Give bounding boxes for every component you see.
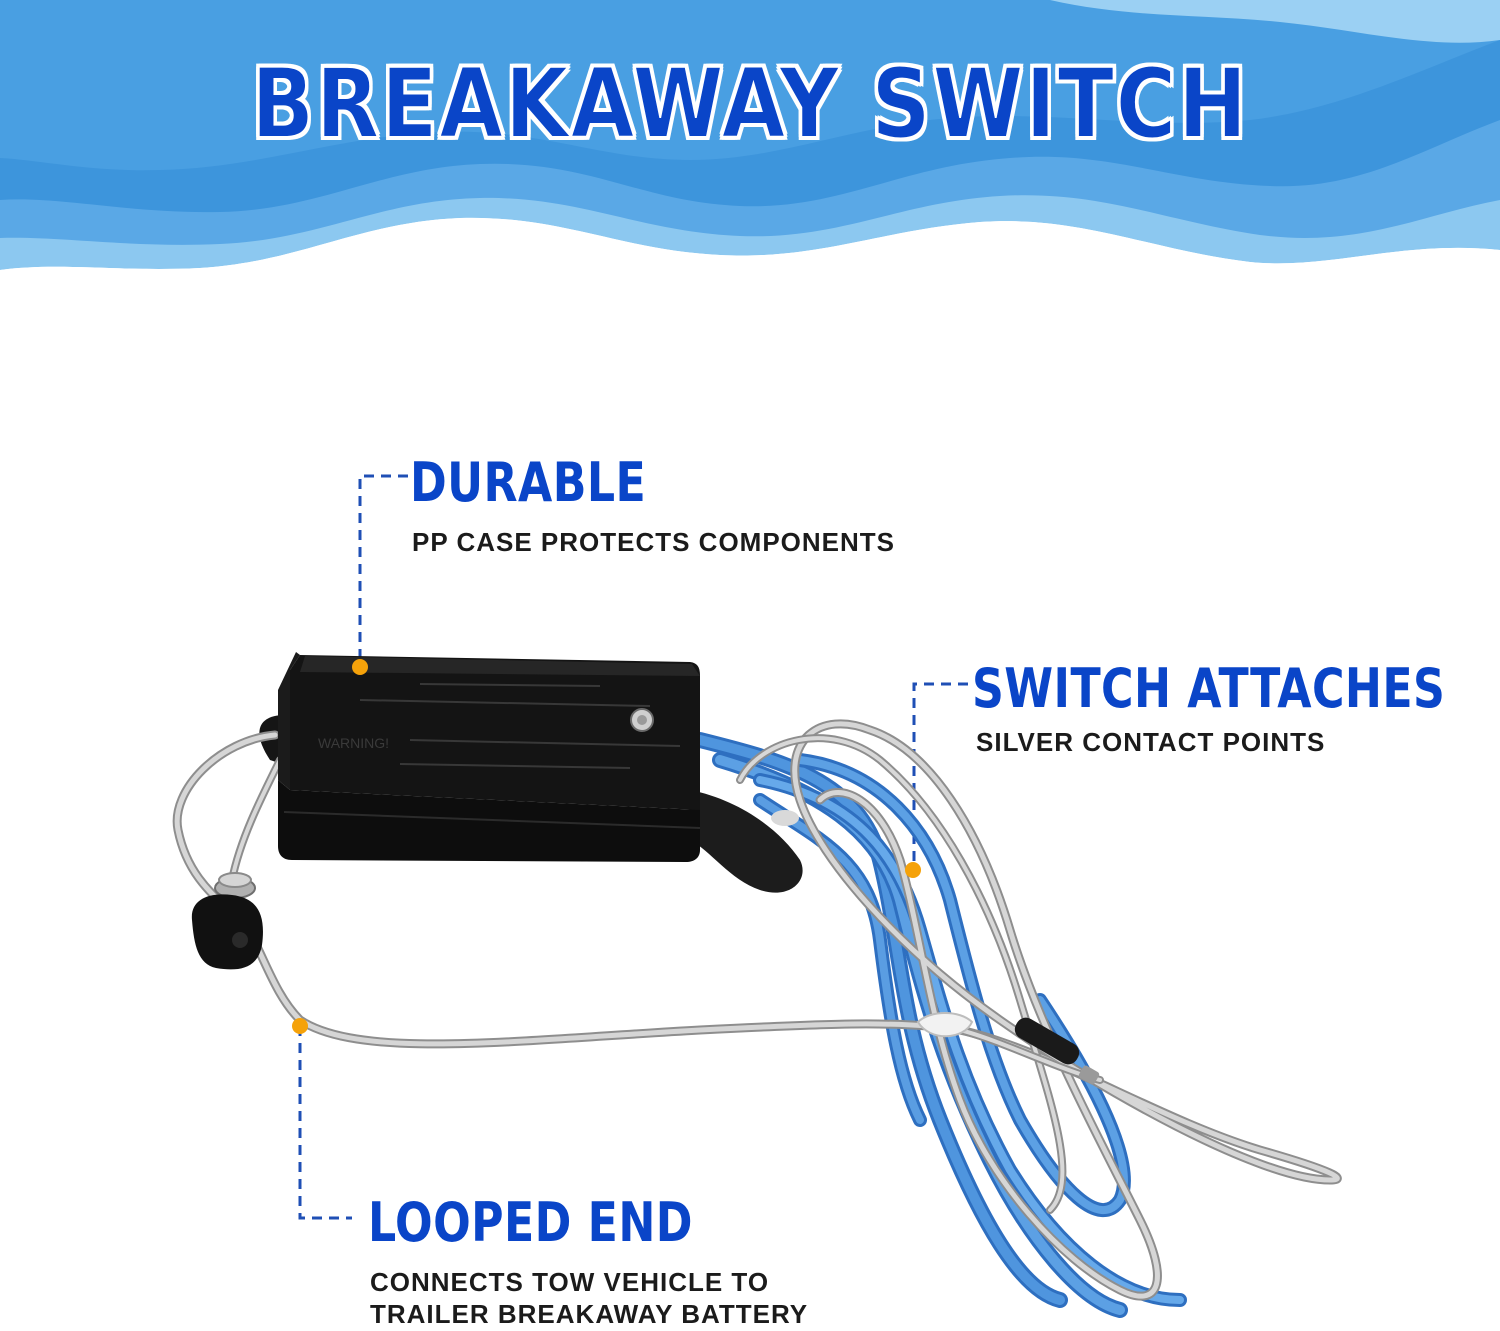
callout-dot-switch-attaches xyxy=(905,862,921,878)
callout-heading-switch-attaches: SWITCH ATTACHES xyxy=(972,657,1446,720)
callout-description-looped-end-line2: TRAILER BREAKAWAY BATTERY xyxy=(370,1299,809,1329)
blue-wire-bundle xyxy=(692,732,1187,1318)
pin-plug xyxy=(191,872,263,970)
wave-banner xyxy=(0,0,1500,340)
warning-label: WARNING! xyxy=(318,735,389,751)
callout-description-durable: PP CASE PROTECTS COMPONENTS xyxy=(412,527,896,557)
callout-description-looped-end-line1: CONNECTS TOW VEHICLE TO xyxy=(370,1267,770,1297)
callout-heading-durable: DURABLE xyxy=(410,451,647,514)
steel-cable xyxy=(172,719,1342,1301)
callout-heading-looped-end: LOOPED END xyxy=(368,1191,693,1254)
callout-description-switch-attaches: SILVER CONTACT POINTS xyxy=(976,727,1326,757)
page-title: BREAKAWAY SWITCH xyxy=(250,48,1249,160)
callout-leader-lines xyxy=(298,474,968,1220)
breakaway-switch-box: WARNING! xyxy=(278,652,701,862)
callout-dot-durable xyxy=(352,659,368,675)
cable-fittings xyxy=(916,1012,1100,1085)
callout-dot-looped-end xyxy=(292,1018,308,1034)
